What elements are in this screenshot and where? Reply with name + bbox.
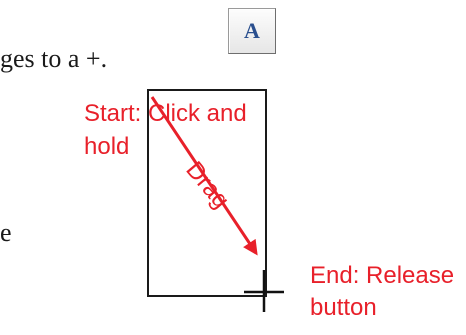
text-tool-button[interactable]: A	[228, 8, 276, 54]
drag-label: Drag	[180, 157, 234, 214]
drag-arrow	[150, 96, 258, 256]
crosshair-cursor-icon	[244, 270, 284, 312]
start-label-line-2: hold	[84, 133, 130, 160]
text-tool-icon: A	[244, 18, 260, 43]
selection-rectangle	[147, 89, 267, 297]
instruction-text-line-2: e	[0, 218, 12, 247]
start-label-line-1: Start: Click and	[84, 100, 247, 127]
end-label-line-1: End: Release	[310, 262, 455, 289]
instruction-text-line-1: ges to a +.	[0, 44, 108, 73]
end-label-line-2: button	[310, 294, 377, 321]
